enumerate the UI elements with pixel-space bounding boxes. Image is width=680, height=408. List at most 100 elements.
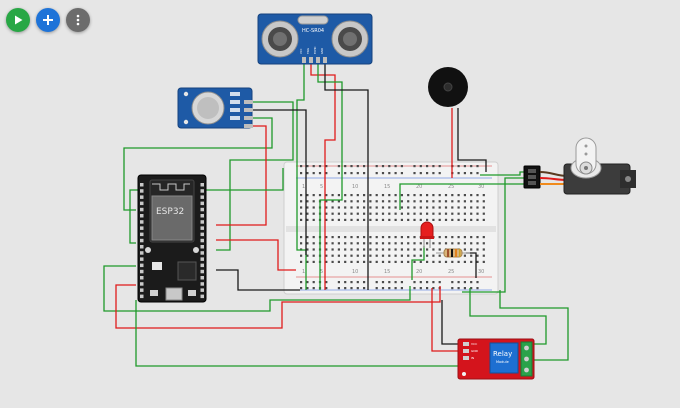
breadboard-hole[interactable]	[369, 236, 372, 239]
breadboard-hole[interactable]	[426, 242, 429, 245]
breadboard-hole[interactable]	[312, 165, 315, 168]
wire-esp-left-1[interactable]	[129, 168, 284, 244]
breadboard-hole[interactable]	[356, 287, 359, 290]
breadboard-hole[interactable]	[457, 281, 460, 284]
breadboard-hole[interactable]	[457, 260, 460, 263]
breadboard-hole[interactable]	[400, 218, 403, 221]
breadboard-hole[interactable]	[476, 218, 479, 221]
wire-esp-right-2[interactable]	[216, 239, 296, 271]
wire-buzzer-neg[interactable]	[457, 108, 487, 172]
breadboard-hole[interactable]	[363, 236, 366, 239]
breadboard-hole[interactable]	[331, 236, 334, 239]
breadboard-hole[interactable]	[337, 254, 340, 257]
breadboard-hole[interactable]	[350, 218, 353, 221]
wire-relay-vcc[interactable]	[441, 300, 462, 345]
wire-gas-3[interactable]	[123, 117, 273, 211]
breadboard-hole[interactable]	[444, 236, 448, 239]
breadboard-hole[interactable]	[344, 212, 347, 215]
breadboard-hole[interactable]	[337, 200, 340, 203]
breadboard-hole[interactable]	[432, 206, 435, 209]
breadboard-hole[interactable]	[381, 194, 385, 197]
esp32-header-pin[interactable]	[140, 214, 144, 218]
breadboard-hole[interactable]	[375, 172, 378, 175]
breadboard-hole[interactable]	[325, 248, 328, 251]
breadboard-hole[interactable]	[438, 236, 441, 239]
breadboard-hole[interactable]	[463, 242, 466, 245]
breadboard-hole[interactable]	[344, 287, 347, 290]
breadboard-hole[interactable]	[350, 236, 353, 239]
breadboard-hole[interactable]	[407, 254, 410, 257]
breadboard-hole[interactable]	[444, 218, 448, 221]
breadboard-hole[interactable]	[337, 236, 340, 239]
breadboard-hole[interactable]	[300, 260, 303, 263]
breadboard-hole[interactable]	[470, 212, 473, 215]
breadboard-hole[interactable]	[407, 236, 410, 239]
breadboard-hole[interactable]	[457, 194, 460, 197]
breadboard-hole[interactable]	[457, 218, 460, 221]
breadboard-hole[interactable]	[400, 165, 403, 168]
breadboard-hole[interactable]	[426, 206, 429, 209]
breadboard-hole[interactable]	[356, 218, 359, 221]
breadboard-hole[interactable]	[381, 212, 385, 215]
breadboard-hole[interactable]	[400, 194, 403, 197]
breadboard-hole[interactable]	[407, 212, 410, 215]
breadboard-hole[interactable]	[463, 281, 466, 284]
breadboard-hole[interactable]	[400, 236, 403, 239]
breadboard-hole[interactable]	[375, 165, 378, 168]
esp32-header-pin[interactable]	[140, 245, 144, 249]
esp32-header-pin[interactable]	[200, 226, 205, 230]
esp32-header-pin[interactable]	[140, 288, 144, 292]
relay-module[interactable]: Relay Module VCC GND IN	[457, 338, 535, 380]
esp32-header-pin[interactable]	[140, 232, 144, 237]
esp32-header-pin[interactable]	[140, 276, 144, 280]
breadboard-hole[interactable]	[482, 236, 485, 239]
breadboard-hole[interactable]	[331, 200, 334, 203]
breadboard-hole[interactable]	[413, 206, 416, 209]
breadboard-hole[interactable]	[375, 242, 378, 245]
breadboard-hole[interactable]	[363, 260, 366, 263]
breadboard-hole[interactable]	[369, 218, 372, 221]
breadboard-hole[interactable]	[482, 260, 485, 263]
breadboard-hole[interactable]	[337, 218, 340, 221]
wire-relay-in[interactable]	[469, 288, 547, 345]
breadboard-hole[interactable]	[394, 172, 397, 175]
breadboard-hole[interactable]	[457, 242, 460, 245]
breadboard-hole[interactable]	[306, 165, 309, 168]
breadboard-hole[interactable]	[375, 194, 378, 197]
breadboard-hole[interactable]	[419, 287, 422, 290]
breadboard-hole[interactable]	[356, 242, 359, 245]
breadboard-hole[interactable]	[300, 236, 303, 239]
breadboard-hole[interactable]	[470, 194, 473, 197]
breadboard-hole[interactable]	[312, 287, 315, 290]
breadboard-hole[interactable]	[312, 281, 315, 284]
breadboard-hole[interactable]	[457, 172, 460, 175]
breadboard-hole[interactable]	[344, 260, 347, 263]
breadboard-hole[interactable]	[432, 254, 435, 257]
breadboard-hole[interactable]	[438, 172, 441, 175]
breadboard-hole[interactable]	[337, 206, 340, 209]
breadboard-hole[interactable]	[419, 200, 422, 203]
buzzer[interactable]	[428, 67, 468, 107]
wire-gas-2[interactable]	[253, 109, 307, 255]
breadboard-hole[interactable]	[325, 287, 328, 290]
breadboard-hole[interactable]	[419, 254, 422, 257]
breadboard-hole[interactable]	[444, 206, 448, 209]
breadboard-hole[interactable]	[325, 260, 328, 263]
breadboard-hole[interactable]	[470, 218, 473, 221]
breadboard-hole[interactable]	[375, 200, 378, 203]
breadboard-hole[interactable]	[463, 254, 466, 257]
breadboard-hole[interactable]	[438, 260, 441, 263]
breadboard-hole[interactable]	[413, 194, 416, 197]
wire-us-echo[interactable]	[317, 63, 343, 290]
wire-us-vcc[interactable]	[296, 63, 307, 290]
breadboard-hole[interactable]	[300, 200, 303, 203]
breadboard-hole[interactable]	[300, 194, 303, 197]
breadboard-hole[interactable]	[375, 218, 378, 221]
breadboard-hole[interactable]	[375, 206, 378, 209]
breadboard-hole[interactable]	[331, 248, 334, 251]
breadboard-hole[interactable]	[470, 260, 473, 263]
breadboard-hole[interactable]	[318, 194, 322, 197]
breadboard-hole[interactable]	[426, 194, 429, 197]
breadboard-hole[interactable]	[375, 281, 378, 284]
breadboard-hole[interactable]	[463, 260, 466, 263]
